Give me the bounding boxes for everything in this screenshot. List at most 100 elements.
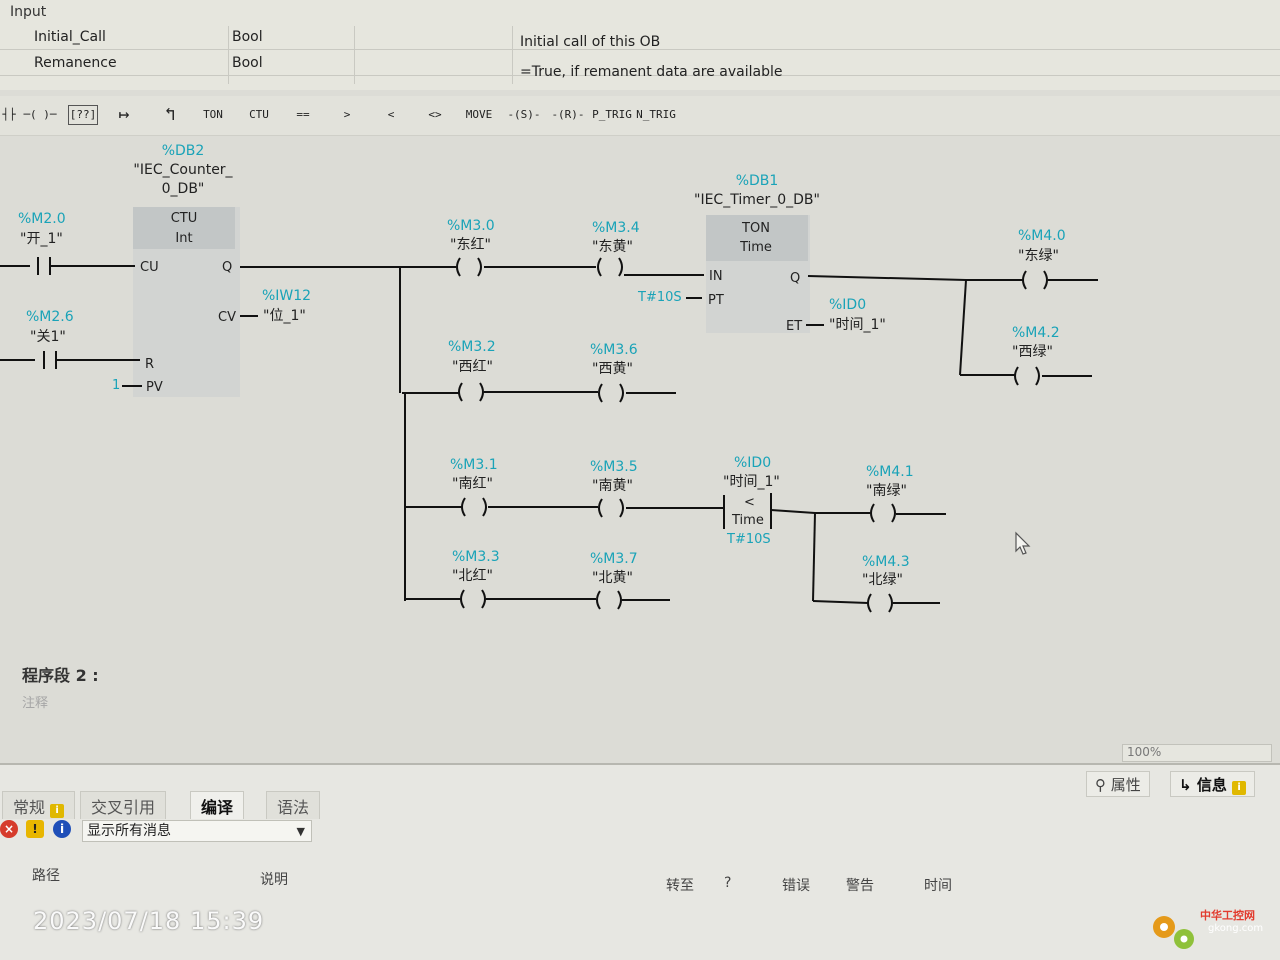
contact-m3-5-tag: "南黄"	[592, 477, 633, 494]
compare-ne-button[interactable]: <>	[428, 108, 442, 121]
compare-eq-button[interactable]: ==	[296, 108, 310, 121]
param-type[interactable]: Bool	[232, 55, 263, 71]
column-path[interactable]: 路径	[32, 868, 60, 884]
ctu-cv-tag[interactable]: "位_1"	[263, 308, 306, 324]
contact-m2-6-tag: "关1"	[30, 329, 66, 345]
column-goto[interactable]: 转至	[666, 878, 694, 894]
param-name[interactable]: Initial_Call	[34, 29, 106, 45]
contact-m3-2	[458, 382, 463, 402]
reset-coil-button[interactable]: -(R)-	[551, 108, 585, 121]
contact-m3-3	[481, 589, 486, 609]
coil-m4-1-tag: "南绿"	[866, 483, 907, 499]
wire-par	[959, 279, 967, 376]
param-name[interactable]: Remanence	[34, 55, 117, 71]
interface-row[interactable]: Remanence Bool =True, if remanent data a…	[0, 52, 1280, 80]
compare-operator: <	[744, 495, 755, 510]
compare-lt-button[interactable]: <	[387, 108, 395, 121]
contact-m3-1-tag: "南红"	[452, 476, 493, 492]
no-contact-button[interactable]: ┤├	[2, 108, 16, 121]
contact-m3-1	[482, 497, 487, 517]
contact-m3-2-tag: "西红"	[452, 359, 493, 375]
param-type[interactable]: Bool	[232, 29, 263, 45]
warning-filter-icon[interactable]: !	[26, 820, 44, 838]
ton-et-tag[interactable]: "时间_1"	[829, 317, 886, 333]
gear-icon	[1153, 916, 1194, 949]
open-branch-button[interactable]: ↦	[118, 104, 130, 125]
column-warnings[interactable]: 警告	[846, 878, 874, 894]
network-2-comment[interactable]: 注释	[22, 696, 49, 711]
magnifier-icon: ⚲	[1095, 776, 1106, 794]
tab-compile[interactable]: 编译	[190, 791, 245, 819]
message-filter-select[interactable]: 显示所有消息▼	[82, 820, 312, 842]
wire-par2	[812, 600, 869, 604]
contact-m3-5-address: %M3.5	[590, 459, 638, 475]
coil-m4-0	[1043, 270, 1048, 290]
coil-m4-3-tag: "北绿"	[862, 572, 903, 588]
ladder-network-1[interactable]: %DB2 "IEC_Counter_ 0_DB" CTU Int CU Q CV…	[0, 137, 1280, 652]
ladder-wiring	[0, 257, 1098, 613]
chevron-down-icon: ▼	[296, 825, 305, 838]
contact-m3-4-tag: "东黄"	[592, 238, 633, 255]
contact-m3-5	[598, 498, 603, 518]
contact-m3-3	[460, 589, 465, 609]
contact-m3-0	[477, 257, 482, 277]
tab-label: 信息	[1196, 776, 1227, 794]
close-branch-button[interactable]: ↰	[164, 104, 176, 125]
ctu-db-address: %DB2	[162, 143, 205, 159]
move-button[interactable]: MOVE	[465, 108, 493, 121]
compare-datatype: Time	[731, 513, 764, 528]
tab-properties[interactable]: ⚲ 属性	[1086, 771, 1150, 797]
contact-m3-0-address: %M3.0	[447, 218, 495, 234]
instruction-toolbar: ┤├ ─( )─ [??] ↦ ↰ TON CTU == > < <> MOVE…	[0, 96, 1280, 136]
coil-m4-2-tag: "西绿"	[1012, 344, 1053, 360]
column-time[interactable]: 时间	[924, 878, 952, 894]
contact-m3-7	[617, 590, 622, 610]
param-comment[interactable]: Initial call of this OB	[520, 34, 661, 50]
tab-info[interactable]: ↳ 信息 i	[1170, 771, 1256, 797]
ctu-pv-value[interactable]: 1	[112, 378, 120, 393]
ladder-network-2[interactable]: 程序段 2 : 注释 100%	[0, 652, 1280, 762]
n-trig-button[interactable]: N_TRIG	[636, 108, 676, 121]
compare-address: %ID0	[734, 455, 771, 471]
ton-pt-value[interactable]: T#10S	[637, 290, 682, 305]
info-icon: i	[50, 804, 65, 818]
coil-button[interactable]: ─( )─	[23, 108, 57, 121]
contact-m3-0-tag: "东红"	[450, 237, 491, 253]
ton-button[interactable]: TON	[203, 108, 223, 121]
contact-m2-0-tag: "开_1"	[20, 231, 63, 247]
wire-par2	[812, 512, 816, 602]
error-filter-icon[interactable]: ×	[0, 820, 18, 838]
inspector-panel: 常规 i 交叉引用 编译 语法 ⚲ 属性 ↳ 信息 i × ! i 显示所有消息…	[0, 763, 1280, 960]
ladder-diagram[interactable]: %DB2 "IEC_Counter_ 0_DB" CTU Int CU Q CV…	[0, 137, 1280, 652]
interface-row[interactable]: Initial_Call Bool Initial call of this O…	[0, 26, 1280, 50]
p-trig-button[interactable]: P_TRIG	[592, 108, 632, 121]
interface-table: Input Initial_Call Bool Initial call of …	[0, 0, 1280, 90]
ton-pin-in: IN	[709, 269, 723, 284]
info-arrow-icon: ↳	[1179, 776, 1192, 794]
contact-m3-1	[461, 497, 466, 517]
contact-m3-6	[598, 383, 603, 403]
ctu-button[interactable]: CTU	[249, 108, 269, 121]
set-coil-button[interactable]: -(S)-	[507, 108, 541, 121]
interface-section-input[interactable]: Input	[10, 4, 47, 20]
empty-box-button[interactable]: [??]	[68, 105, 98, 125]
tab-cross-reference[interactable]: 交叉引用	[80, 791, 167, 819]
column-question[interactable]: ?	[724, 875, 732, 891]
contact-m3-4	[597, 257, 602, 277]
coil-m4-1	[891, 503, 896, 523]
zoom-level[interactable]: 100%	[1122, 744, 1272, 762]
column-divider	[354, 26, 355, 84]
column-errors[interactable]: 错误	[782, 878, 810, 894]
tab-general[interactable]: 常规 i	[2, 791, 76, 819]
column-description[interactable]: 说明	[260, 872, 288, 888]
info-filter-icon[interactable]: i	[53, 820, 71, 838]
compare-value[interactable]: T#10S	[726, 532, 771, 547]
watermark-logo: 中华工控网 gkong.com	[1148, 905, 1276, 957]
ton-datatype: Time	[739, 240, 772, 255]
param-comment[interactable]: =True, if remanent data are available	[520, 64, 783, 80]
compare-gt-button[interactable]: >	[343, 108, 351, 121]
tab-syntax[interactable]: 语法	[266, 791, 321, 819]
ctu-pin-r: R	[145, 357, 154, 372]
network-2-title[interactable]: 程序段 2 :	[22, 666, 99, 685]
ctu-pin-pv: PV	[146, 380, 163, 395]
